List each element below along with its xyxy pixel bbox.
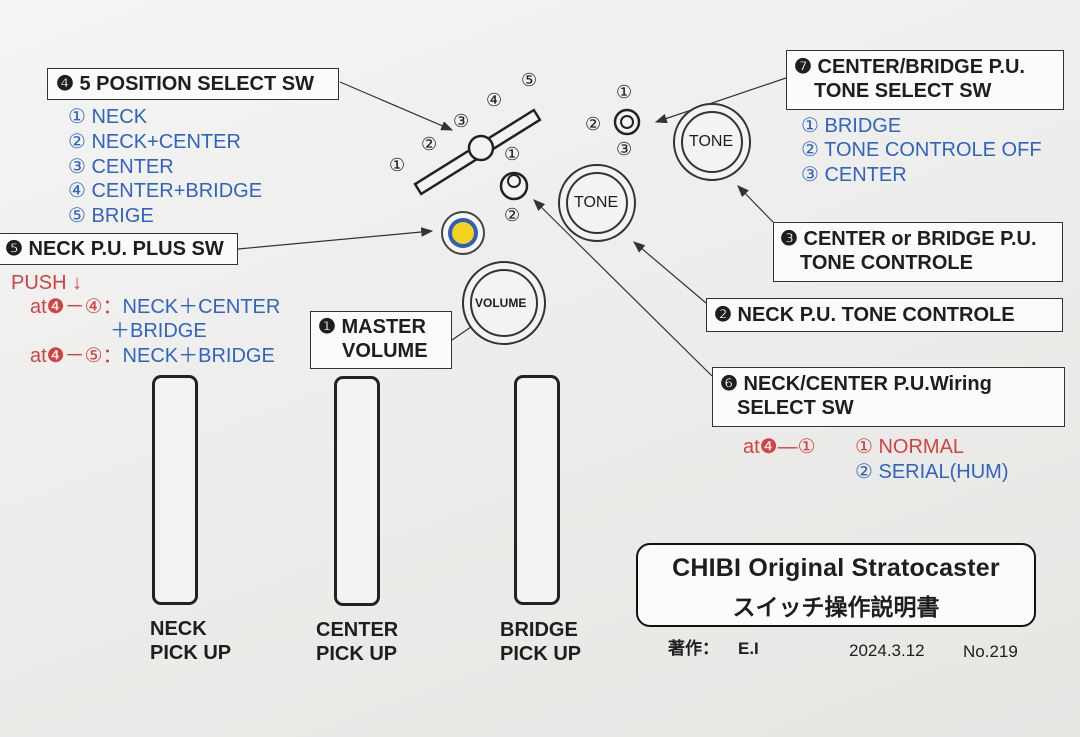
label-box-sw5: ❺ NECK P.U. PLUS SW	[0, 233, 238, 265]
label-box-sw1: ❶ MASTER VOLUME	[310, 311, 452, 369]
sw6-mark-1: ①	[504, 144, 521, 164]
label-box-sw4: ❹ 5 POSITION SELECT SW	[47, 68, 339, 100]
neck-pickup-label-2: PICK UP	[150, 642, 232, 664]
neck-pickup-label-1: NECK	[150, 618, 207, 640]
push-row1-text: NECK＋CENTER	[122, 296, 281, 318]
center-pickup-label-2: PICK UP	[316, 643, 398, 665]
tone-select-mini-switch	[613, 108, 641, 136]
tone-knob-lower	[558, 164, 636, 242]
label-box-sw2: ❷ NECK P.U. TONE CONTROLE	[706, 298, 1063, 332]
tone-select-item-1: ① BRIDGE	[801, 115, 902, 137]
sw7-mark-3: ③	[616, 139, 633, 159]
sw7-mark-2: ②	[585, 114, 602, 134]
label-box-sw7: ❼ CENTER/BRIDGE P.U. TONE SELECT SW	[786, 50, 1064, 110]
push-row1: at❹－④：NECK＋CENTER	[30, 297, 280, 317]
neck-pickup	[152, 375, 198, 605]
pointer-sw3	[737, 185, 774, 223]
blade-mark-4: ④	[486, 90, 503, 110]
position-item-2: ② NECK+CENTER	[68, 131, 241, 153]
author-name: E.I	[738, 639, 759, 658]
pointer-sw4	[339, 81, 454, 131]
author-label: 著作：	[668, 639, 719, 658]
sw1-line2: VOLUME	[342, 340, 428, 362]
position-item-3: ③ CENTER	[68, 156, 174, 178]
bridge-pickup-label-1: BRIDGE	[500, 619, 578, 641]
wiring-mini-switch	[499, 171, 529, 201]
wiring-opt2: ② SERIAL(HUM)	[855, 461, 1009, 483]
wiring-opt1: ① NORMAL	[855, 436, 965, 458]
pointer-sw2	[633, 241, 707, 304]
volume-knob-label: VOLUME	[475, 296, 527, 310]
sw1-line1: MASTER	[341, 316, 426, 338]
center-pickup	[334, 376, 380, 606]
sw7-number: ❼	[794, 56, 812, 78]
center-pickup-label-1: CENTER	[316, 619, 399, 641]
push-switch	[441, 211, 485, 255]
position-item-1: ① NECK	[68, 106, 148, 128]
position-item-4: ④ CENTER+BRIDGE	[68, 180, 263, 202]
volume-knob	[462, 261, 546, 345]
title-box: CHIBI Original Stratocaster スイッチ操作説明書	[636, 543, 1036, 627]
sw1-number: ❶	[318, 316, 336, 338]
bridge-pickup-label-2: PICK UP	[500, 643, 582, 665]
push-row1-prefix: at❹－④：	[30, 296, 123, 318]
sw2-number: ❷	[714, 304, 732, 326]
sw3-number: ❸	[780, 228, 798, 250]
position-item-5: ⑤ BRIGE	[68, 205, 154, 227]
five-position-switch	[413, 108, 542, 196]
push-row2-text: NECK＋BRIDGE	[122, 345, 275, 367]
tone-knob-lower-label: TONE	[574, 194, 619, 211]
sw6-line1: NECK/CENTER P.U.Wiring	[743, 373, 992, 395]
push-row2: at❹－⑤：NECK＋BRIDGE	[30, 346, 275, 366]
sw2-text: NECK P.U. TONE CONTROLE	[737, 304, 1015, 326]
pointer-sw6	[533, 199, 713, 377]
sw6-number: ❻	[720, 373, 738, 395]
sw6-mark-2: ②	[504, 205, 521, 225]
sw7-line1: CENTER/BRIDGE P.U.	[817, 56, 1025, 78]
title-line2: スイッチ操作説明書	[732, 594, 940, 620]
sw5-number: ❺	[5, 238, 23, 260]
blade-mark-3: ③	[453, 111, 470, 131]
sw7-line2: TONE SELECT SW	[814, 80, 992, 102]
sw3-line1: CENTER or BRIDGE P.U.	[803, 228, 1037, 250]
wiring-prefix: at❹―①	[743, 436, 816, 458]
tone-knob-upper	[673, 103, 751, 181]
sw5-text: NECK P.U. PLUS SW	[28, 238, 224, 260]
blade-mark-5: ⑤	[521, 70, 538, 90]
push-row1-cont: ＋BRIDGE	[110, 320, 207, 342]
sw4-number: ❹	[56, 73, 74, 95]
label-box-sw3: ❸ CENTER or BRIDGE P.U. TONE CONTROLE	[773, 222, 1063, 282]
tone-select-item-2: ② TONE CONTROLE OFF	[801, 139, 1042, 161]
push-row2-prefix: at❹－⑤：	[30, 345, 123, 367]
title-line1: CHIBI Original Stratocaster	[672, 554, 1000, 582]
blade-mark-2: ②	[421, 134, 438, 154]
sw7-mark-1: ①	[616, 82, 633, 102]
sw3-line2: TONE CONTROLE	[800, 252, 973, 274]
sw4-text: 5 POSITION SELECT SW	[79, 73, 314, 95]
label-box-sw6: ❻ NECK/CENTER P.U.Wiring SELECT SW	[712, 367, 1065, 427]
document-number: No.219	[963, 642, 1018, 661]
bridge-pickup	[514, 375, 560, 605]
tone-knob-upper-label: TONE	[689, 133, 734, 150]
document-date: 2024.3.12	[849, 641, 925, 660]
sw6-line2: SELECT SW	[737, 397, 854, 419]
pointer-sw5	[237, 227, 434, 250]
push-title: PUSH ↓	[11, 272, 83, 294]
tone-select-item-3: ③ CENTER	[801, 164, 907, 186]
pointer-sw7	[654, 77, 787, 124]
blade-mark-1: ①	[389, 155, 406, 175]
